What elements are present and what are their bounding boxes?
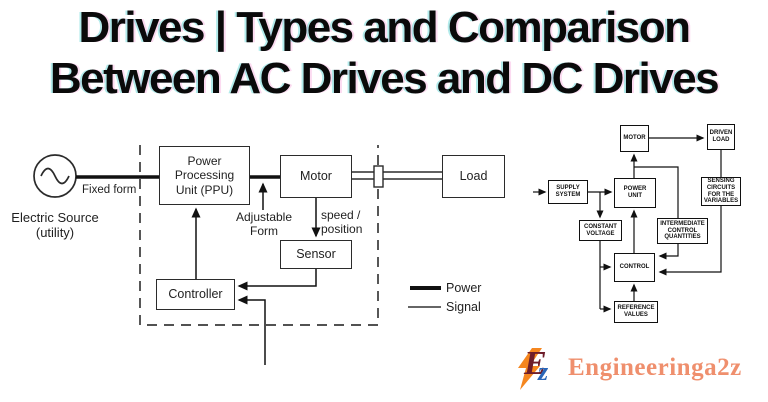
intermediate-quantities-box: INTERMEDIATE CONTROL QUANTITIES <box>657 218 708 244</box>
controller-box: Controller <box>156 279 235 310</box>
signal-arrows <box>191 182 321 365</box>
fixed-form-label: Fixed form <box>82 184 137 196</box>
sensor-box: Sensor <box>280 240 352 269</box>
control-box: CONTROL <box>614 253 655 282</box>
electric-source-label: Electric Source (utility) <box>11 210 99 240</box>
brand-logo: E z Engineeringa2z <box>516 345 752 396</box>
motor-shaft <box>352 165 442 188</box>
legend-signal-label: Signal <box>446 300 481 314</box>
constant-voltage-box: CONSTANT VOLTAGE <box>579 220 622 241</box>
brand-name: Engineeringa2z <box>568 354 742 381</box>
adjustable-form-label: Adjustable Form <box>235 210 293 238</box>
sensor-to-controller-arrow <box>237 269 317 291</box>
shaft-coupling <box>373 165 384 188</box>
external-command-arrow <box>237 295 266 365</box>
driven-load-box: DRIVEN LOAD <box>707 124 735 150</box>
drive-boundary-dashed <box>139 145 379 326</box>
page-title-line2: Between AC Drives and DC Drives <box>49 54 720 103</box>
page-title-line1: Drives | Types and Comparison <box>78 3 691 52</box>
legend-power-label: Power <box>446 281 482 295</box>
lightning-bolt-icon <box>518 348 542 390</box>
page-title: Drives | Types and Comparison Between AC… <box>0 2 768 104</box>
ac-source-icon <box>33 154 77 198</box>
power-unit-box: POWER UNIT <box>614 178 656 208</box>
motor-small-box: MOTOR <box>620 125 649 152</box>
supply-system-box: SUPPLY SYSTEM <box>548 180 588 204</box>
ppu-box: Power Processing Unit (PPU) <box>159 146 250 205</box>
motor-box: Motor <box>280 155 352 198</box>
load-box: Load <box>442 155 505 198</box>
sensing-circuits-box: SENSING CIRCUITS FOR THE VARIABLES <box>701 177 741 206</box>
legend-lines <box>408 286 441 308</box>
reference-values-box: REFERENCE VALUES <box>614 301 658 323</box>
logo-letter-z: z <box>538 357 549 386</box>
speed-position-label: speed / position <box>321 208 363 236</box>
secondary-diagram-lines <box>533 134 722 313</box>
logo-letter-e: E <box>524 345 547 382</box>
